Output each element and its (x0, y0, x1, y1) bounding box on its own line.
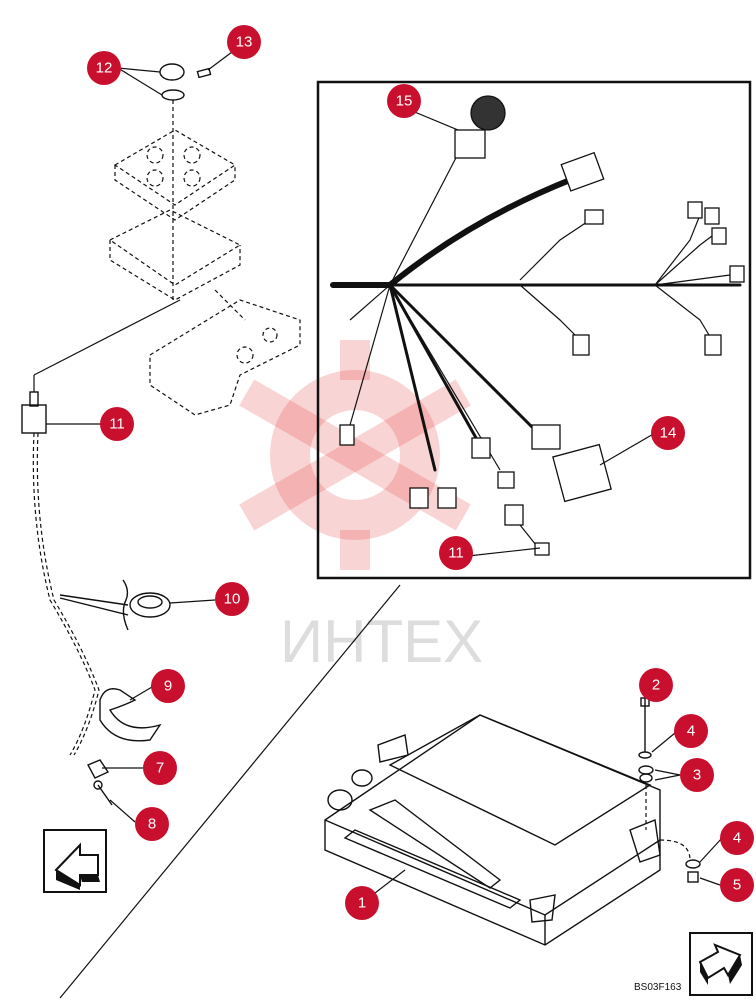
callout-7: 7 (143, 751, 177, 785)
grommet (470, 95, 506, 131)
svg-text:11: 11 (109, 416, 125, 433)
control-module (324, 697, 701, 946)
callout-11-inset: 11 (439, 536, 473, 570)
svg-text:10: 10 (224, 591, 241, 608)
figure-id: BS03F163 (634, 982, 682, 993)
harness-inset (316, 80, 752, 580)
inset-leader (59, 584, 401, 999)
svg-text:1: 1 (358, 895, 366, 912)
svg-text:11: 11 (448, 545, 464, 562)
callout-14: 14 (651, 416, 685, 450)
watermark-text: ИНТЕХ (280, 608, 483, 675)
callout-11-left: 11 (100, 407, 134, 441)
relay-14 (552, 443, 612, 503)
callout-3: 3 (680, 758, 714, 792)
callout-4-lower: 4 (720, 821, 754, 855)
svg-text:15: 15 (396, 93, 413, 110)
svg-text:8: 8 (148, 816, 156, 833)
callout-10: 10 (215, 582, 249, 616)
callout-4-upper: 4 (674, 714, 708, 748)
callout-2: 2 (639, 668, 673, 702)
svg-text:4: 4 (687, 723, 695, 740)
svg-text:13: 13 (236, 34, 253, 51)
callout-13: 13 (227, 25, 261, 59)
svg-text:3: 3 (693, 767, 701, 784)
svg-text:2: 2 (652, 677, 660, 694)
connector-15 (454, 129, 486, 159)
svg-text:5: 5 (733, 877, 741, 894)
callout-15: 15 (387, 84, 421, 118)
svg-text:12: 12 (96, 60, 113, 77)
arrow-up-right-icon (689, 932, 753, 996)
callout-9: 9 (151, 669, 185, 703)
svg-text:14: 14 (660, 425, 677, 442)
callout-5: 5 (720, 868, 754, 902)
svg-text:9: 9 (164, 678, 172, 695)
svg-text:7: 7 (156, 760, 164, 777)
watermark-logo (239, 340, 471, 570)
arrow-down-left-icon (43, 829, 107, 893)
callout-12: 12 (87, 51, 121, 85)
svg-text:4: 4 (733, 830, 741, 847)
callout-8: 8 (135, 807, 169, 841)
callout-1: 1 (345, 886, 379, 920)
